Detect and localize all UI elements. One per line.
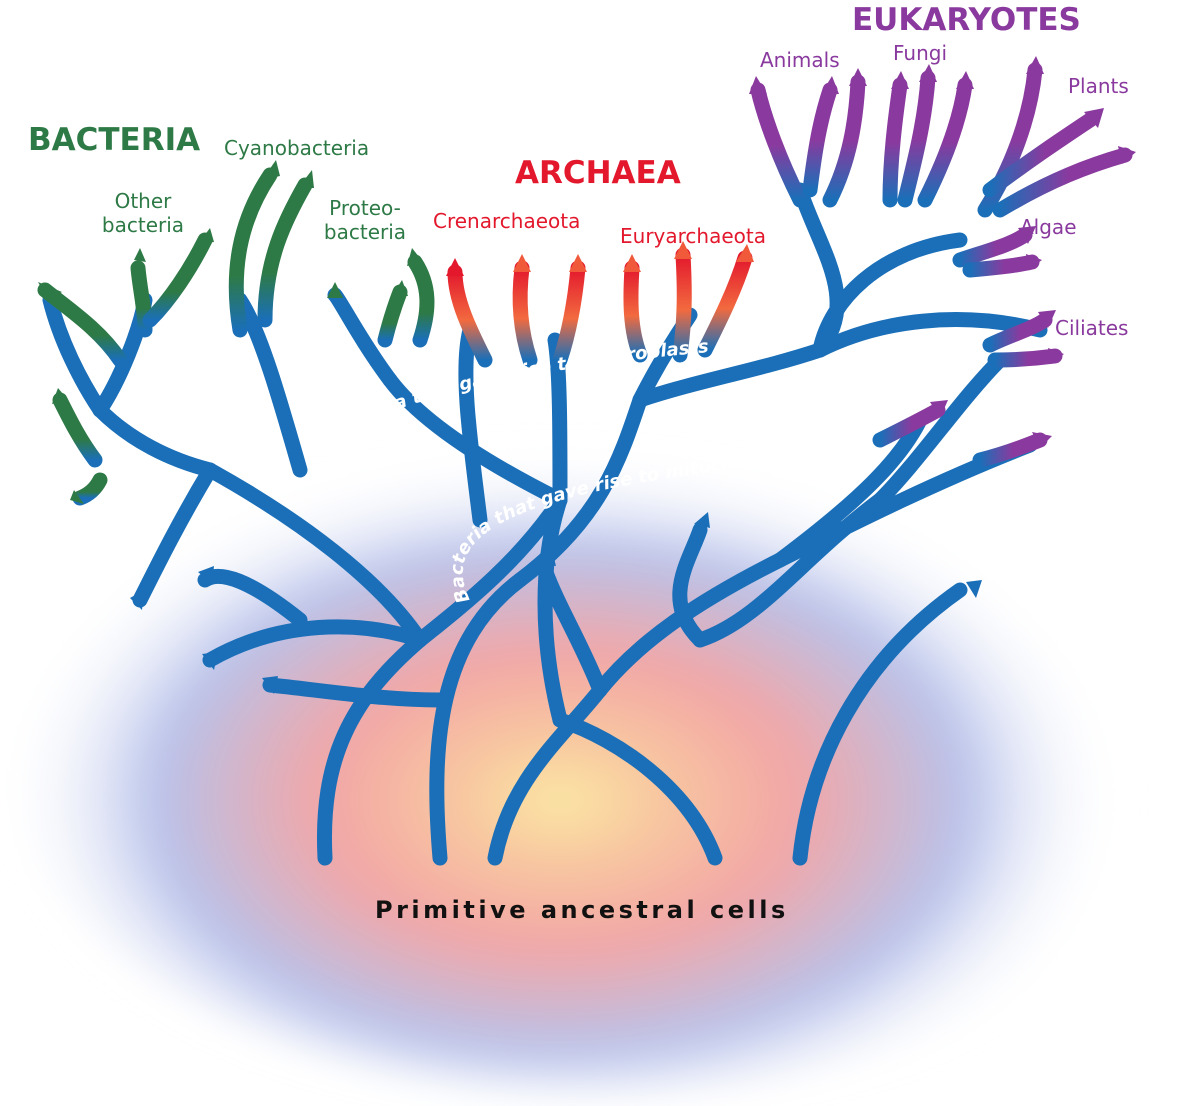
algae-label: Algae	[1020, 215, 1077, 239]
other-bacteria-label-line2: bacteria	[102, 213, 184, 237]
ciliates-label: Ciliates	[1055, 316, 1128, 340]
archaea-branches	[447, 247, 753, 368]
eukaryote-branches	[750, 62, 1043, 218]
ancestral-glow	[10, 430, 1190, 1090]
euryarchaeota-label: Euryarchaeota	[620, 224, 766, 248]
transfer-arrows	[741, 328, 816, 464]
plants-label: Plants	[1068, 74, 1129, 98]
other-bacteria-label-line1: Other	[115, 189, 173, 213]
proteobacteria-label-line1: Proteo-	[329, 196, 401, 220]
arrowheads	[38, 56, 1136, 694]
domain-eukaryotes-label: EUKARYOTES	[852, 2, 1081, 38]
domain-archaea-label: ARCHAEA	[515, 155, 681, 191]
fungi-label: Fungi	[893, 41, 947, 65]
crenarchaeota-label: Crenarchaeota	[433, 209, 580, 233]
animals-label: Animals	[760, 48, 840, 72]
root-label: Primitive ancestral cells	[375, 896, 789, 924]
proteobacteria-label-line2: bacteria	[324, 220, 406, 244]
domain-bacteria-label: BACTERIA	[28, 122, 200, 158]
cyanobacteria-label: Cyanobacteria	[224, 136, 369, 160]
trunk-network	[42, 182, 1048, 866]
